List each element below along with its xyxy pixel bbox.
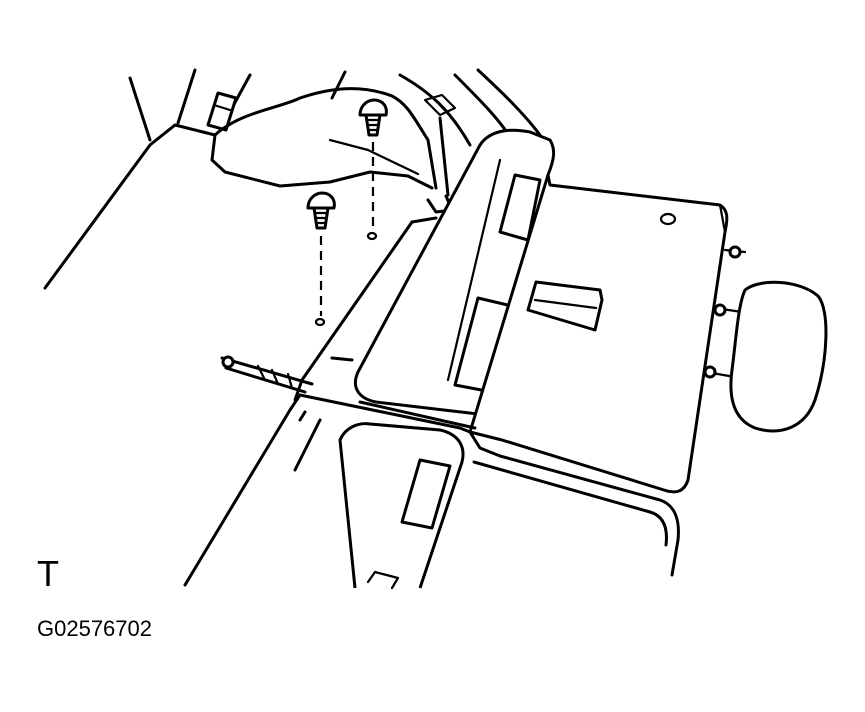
seat-belt-strap — [220, 355, 314, 394]
cushion-lower-trim — [298, 393, 680, 577]
wheelhouse — [210, 87, 438, 190]
seat-cushion — [468, 173, 729, 494]
figure-id-label: G02576702 — [37, 616, 152, 641]
pillar-trim — [398, 68, 542, 197]
headrest — [703, 245, 828, 433]
clip-lower-hole — [314, 317, 326, 327]
floor-edge — [183, 393, 322, 587]
view-letter-label: T — [37, 553, 59, 594]
clip-upper-hole — [366, 231, 378, 241]
clip-lower — [306, 191, 336, 230]
clip-upper — [358, 98, 388, 137]
seat-belt-buckle — [206, 91, 238, 132]
front-seatback — [338, 422, 465, 590]
side-trim-panel — [43, 68, 347, 290]
